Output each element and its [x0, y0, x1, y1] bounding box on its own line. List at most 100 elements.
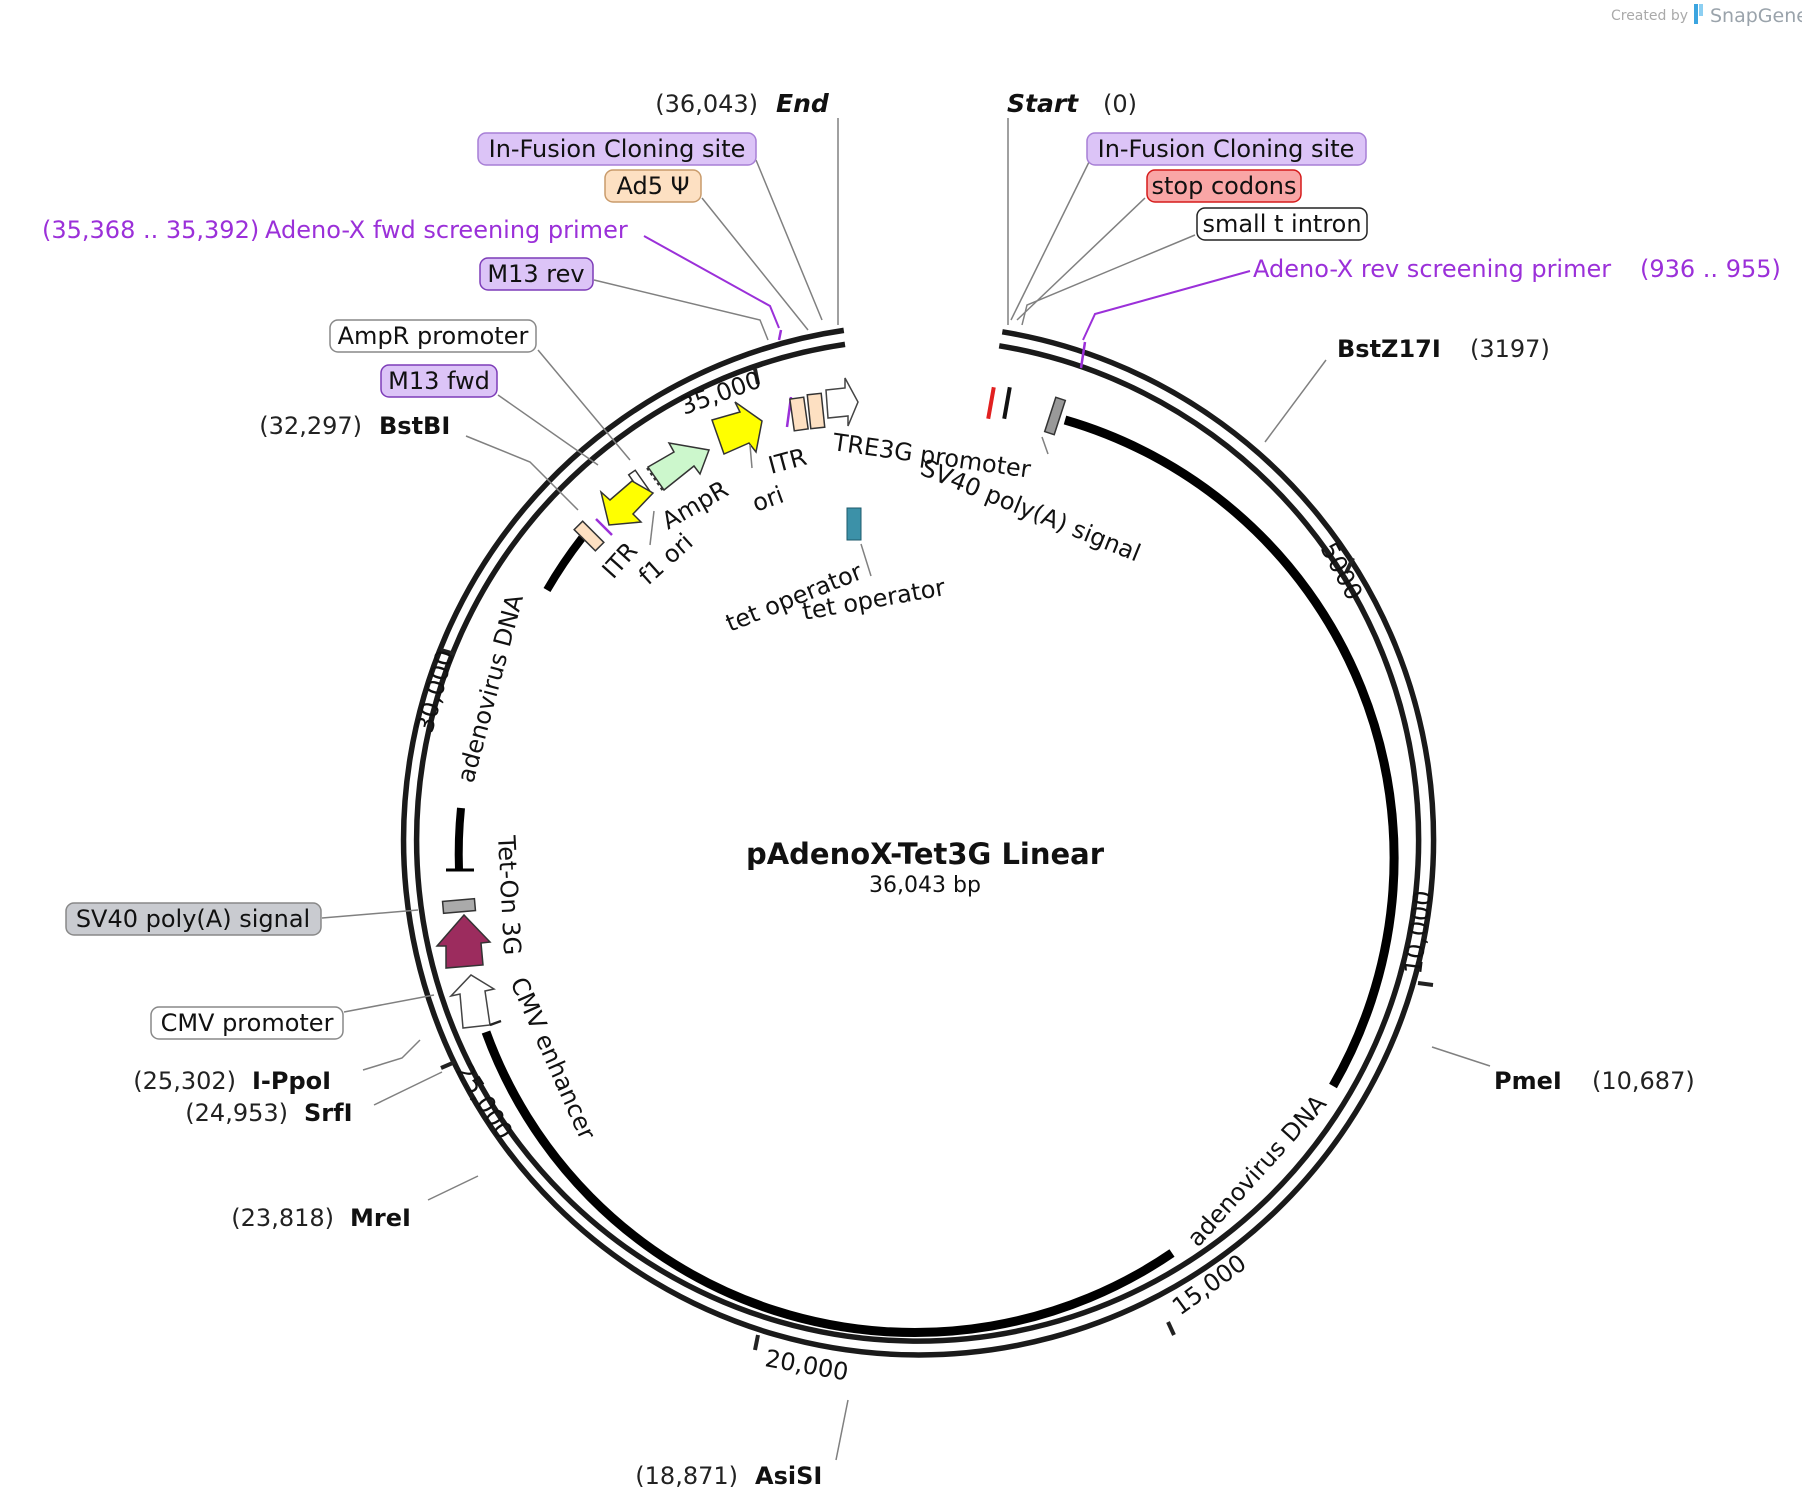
f1ori-label: f1 ori [633, 528, 698, 591]
itr-left-label: ITR [597, 537, 644, 584]
adeno-x-rev-name: Adeno-X rev screening primer [1253, 255, 1611, 283]
f1-ori-arrow [599, 480, 655, 526]
tick-label-30000: 30,000 [411, 647, 460, 735]
bstbi-name: BstBI [379, 412, 450, 440]
adeno-x-fwd-range: (35,368 .. 35,392) [42, 216, 259, 244]
infusion-left-box [477, 132, 757, 166]
mrei-pos: (23,818) [231, 1204, 334, 1232]
map-title: pAdenoX-Tet3G Linear [746, 837, 1105, 871]
top-features [777, 329, 1087, 436]
cmv-enhancer-start [489, 1019, 502, 1027]
adeno-x-fwd-primer-leader [643, 235, 780, 329]
itr-top-box [788, 396, 810, 432]
infusion-left-leader [755, 159, 823, 321]
ad5psi-leader [701, 197, 809, 331]
created-by-text: Created by [1611, 8, 1688, 24]
f1ori-leader [649, 510, 655, 546]
cmv-promoter-arrow [448, 974, 496, 1029]
snapgene-credit: Created by SnapGene [1611, 4, 1802, 27]
ori-arrow [711, 401, 763, 456]
itr-top-label: ITR [765, 443, 809, 480]
sv40-polya-left-label: SV40 poly(A) signal [76, 905, 310, 933]
asisi-name: AsiSI [755, 1462, 822, 1490]
asisi-leader [835, 1399, 849, 1461]
pmei-name: PmeI [1494, 1067, 1562, 1095]
sv40-polya-top-leader [1041, 436, 1049, 455]
sv40-polya-left-box-label [65, 902, 322, 936]
m13rev-label: M13 rev [487, 260, 584, 288]
tick-mark-20000 [753, 1334, 760, 1351]
tick-mark-15000 [1166, 1321, 1176, 1336]
ampr-arrow [646, 441, 711, 492]
infusion-left-label: In-Fusion Cloning site [489, 135, 746, 163]
adenovirus-dna-left-label: adenovirus DNA [452, 591, 529, 786]
srfi-pos: (24,953) [185, 1099, 288, 1127]
small-t-intron-label: small t intron [1202, 210, 1361, 238]
bstz17i-name: BstZ17I [1337, 335, 1441, 363]
small-t-intron-box [1196, 207, 1368, 241]
srfi-name: SrfI [304, 1099, 353, 1127]
ori-label: ori [748, 481, 787, 518]
cmv-promoter-label: CMV promoter [161, 1009, 334, 1037]
m13fwd-box [380, 364, 498, 398]
itr-left-box [573, 520, 605, 552]
stop-codons-box [1146, 169, 1302, 203]
ampr-promoter-mark [646, 467, 664, 492]
asisi-pos: (18,871) [635, 1462, 738, 1490]
ori-leader [749, 444, 753, 469]
feature-labels: ITR TRE3G promoter SV40 poly(A) signal o… [452, 428, 1333, 1252]
cmv-enhancer-label: CMV enhancer [505, 973, 602, 1144]
srfi-leader [373, 1071, 443, 1106]
adenovirus-dna-arc-left [454, 807, 465, 871]
leader-lines [321, 118, 1491, 1461]
tick-mark-10000 [1417, 981, 1434, 987]
adenovirus-dna-arc-bottom [481, 1030, 1175, 1337]
cmv-promoter-box [150, 1006, 344, 1040]
bstbi-site-mark [595, 518, 613, 536]
end-position: (36,043) [655, 90, 758, 118]
sv40-polya-left-box [441, 897, 477, 915]
boxed-labels: In-Fusion Cloning site Ad5 Ψ M13 rev Amp… [65, 132, 1368, 1040]
pmei-leader [1431, 1046, 1491, 1067]
sv40-polya-top-label: SV40 poly(A) signal [917, 454, 1145, 568]
ad5psi-box-label-bg [604, 169, 702, 203]
tick-mark-30000 [440, 648, 456, 656]
end-label: End [776, 89, 830, 118]
m13fwd-label: M13 fwd [388, 367, 490, 395]
stop-codons-label: stop codons [1152, 172, 1297, 200]
start-label: Start [1007, 89, 1079, 118]
tet-operator-box [846, 507, 862, 541]
m13rev-leader [593, 279, 769, 341]
tick-label-35000: 35,000 [676, 366, 764, 421]
ippoi-name: I-PpoI [252, 1067, 331, 1095]
adeno-x-fwd-name: Adeno-X fwd screening primer [265, 216, 628, 244]
small-t-intron-leader [1021, 234, 1196, 326]
bstbi-pos: (32,297) [259, 412, 362, 440]
adenovirus-dna-arc-upper-left [543, 535, 586, 593]
mrei-name: MreI [350, 1204, 411, 1232]
bstbi-leader [465, 435, 579, 511]
tick-label-10000: 10,000 [1399, 889, 1437, 976]
left-features [435, 897, 502, 1029]
ippoi-leader [362, 1039, 421, 1071]
restriction-sites: BstZ17I (3197) PmeI (10,687) (18,871) As… [133, 335, 1694, 1490]
backbone [400, 327, 1437, 1358]
cmv-promoter-leader [343, 994, 435, 1013]
backbone-outer-strand [400, 327, 1437, 1358]
infusion-right-label: In-Fusion Cloning site [1098, 135, 1355, 163]
tick-label-25000: 25,000 [450, 1058, 518, 1144]
ampr-promoter-leader [537, 349, 631, 461]
tick-mark-35000 [753, 368, 760, 385]
infusion-right-box [1086, 132, 1367, 166]
snapgene-brand: SnapGene [1710, 5, 1802, 27]
infusion-right-leader [1010, 159, 1091, 321]
start-position: (0) [1103, 90, 1137, 118]
upper-left-features [573, 401, 862, 552]
ampr-promoter-label: AmpR promoter [338, 322, 529, 350]
pmei-pos: (10,687) [1592, 1067, 1695, 1095]
small-t-intron-mark [1002, 386, 1012, 420]
backbone-inner-strand [413, 341, 1422, 1344]
map-length: 36,043 bp [869, 873, 981, 898]
adeno-x-rev-primer-mark [1079, 341, 1087, 369]
